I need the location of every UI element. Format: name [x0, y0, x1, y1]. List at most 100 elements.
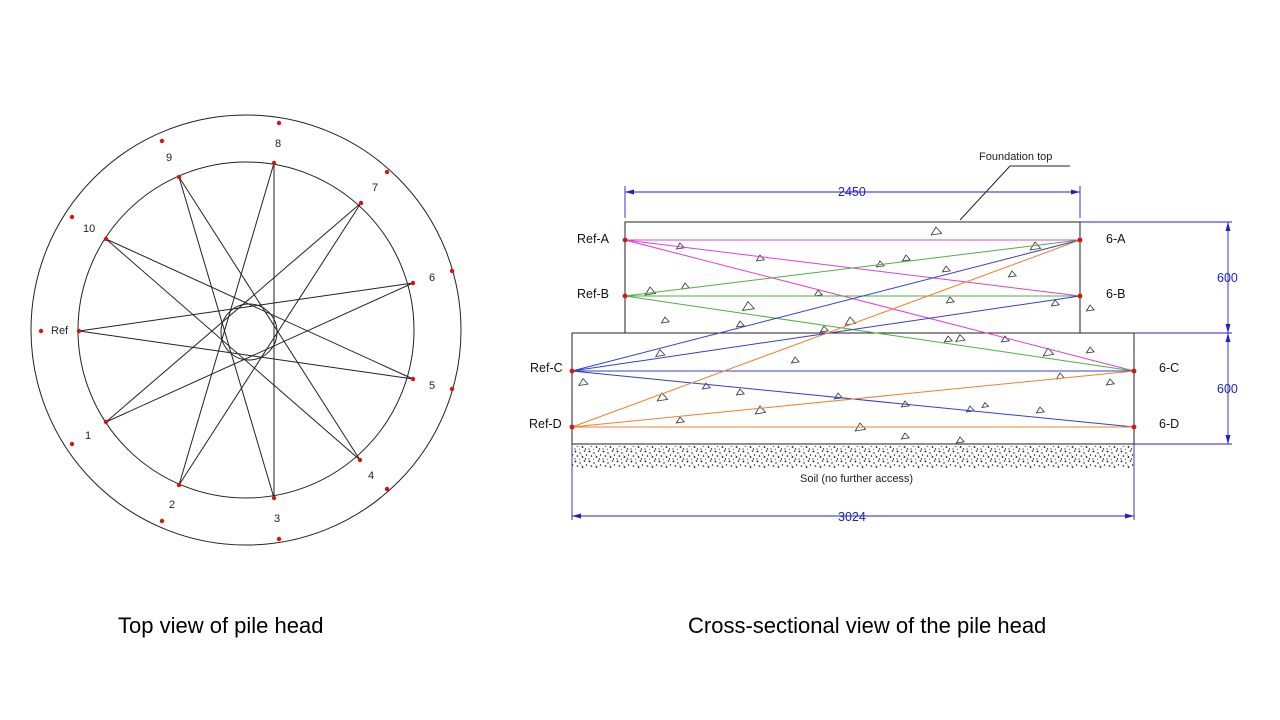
sonic-path-line: [624, 239, 1081, 297]
inner-sensor-dot: [176, 174, 182, 180]
aggregate-triangle: [844, 316, 857, 326]
aggregate-triangle: [1042, 347, 1055, 357]
aggregate-triangle: [741, 300, 756, 312]
inner-sensor-dot: [410, 376, 416, 382]
sensor-dot: [622, 237, 628, 243]
star-path-line: [105, 282, 414, 423]
sonic-path-line: [624, 295, 1135, 372]
foundation-top-label: Foundation top: [979, 151, 1052, 163]
foundation-leader-line: [959, 165, 1070, 221]
point-label-ref: Ref: [51, 325, 69, 337]
outer-ring: [30, 114, 462, 546]
outer-ring-markers: [38, 120, 455, 542]
aggregate-triangle: [945, 296, 955, 304]
label-6-c: 6-C: [1159, 361, 1179, 375]
top-view-caption: Top view of pile head: [118, 613, 323, 638]
aggregate-triangle: [655, 348, 666, 358]
aggregate-triangle: [1007, 270, 1017, 278]
inner-sensor-points: [76, 160, 416, 501]
outer-marker-dot: [449, 268, 455, 274]
sonic-path-line: [571, 239, 1081, 428]
star-path-line: [178, 162, 275, 486]
outer-marker-dot: [159, 518, 165, 524]
pile-outline: [77, 161, 415, 499]
star-path-line: [178, 202, 362, 486]
outer-marker-dot: [276, 120, 282, 126]
outer-marker-dot: [384, 169, 390, 175]
aggregate-triangle: [965, 405, 975, 413]
point-label-10: 10: [83, 223, 95, 235]
aggregate-triangle: [813, 289, 823, 297]
dim-3024-label: 3024: [838, 510, 866, 524]
soil-hatch: [572, 446, 1134, 468]
outer-marker-dot: [69, 214, 75, 220]
aggregate-triangle: [660, 316, 670, 324]
label-6-d: 6-D: [1159, 417, 1179, 431]
lower-pile-cap: [571, 332, 1135, 445]
upper-pile-cap: [624, 221, 1081, 334]
sonic-path-line: [624, 239, 1135, 372]
label-6-b: 6-B: [1106, 287, 1125, 301]
inner-sensor-dot: [271, 160, 277, 166]
inner-sensor-dot: [76, 328, 82, 334]
outer-marker-dot: [69, 441, 75, 447]
inner-sensor-dot: [410, 280, 416, 286]
sonic-paths: [571, 239, 1135, 428]
soil-label: Soil (no further access): [800, 473, 913, 485]
measurement-paths: [78, 162, 414, 499]
point-label-2: 2: [169, 499, 175, 511]
dimension-heights: 600 600: [1080, 221, 1238, 445]
outer-marker-dot: [159, 138, 165, 144]
aggregate-triangle: [955, 333, 966, 343]
inner-sensor-dot: [103, 419, 109, 425]
aggregate-symbols: [578, 226, 1115, 444]
inner-sensor-dot: [103, 236, 109, 242]
aggregate-triangle: [701, 382, 711, 390]
dimension-top-width: 2450: [624, 185, 1081, 218]
aggregate-triangle: [1085, 346, 1095, 354]
star-path-line: [78, 330, 414, 380]
aggregate-triangle: [790, 356, 800, 364]
outer-marker-dot: [38, 328, 44, 334]
aggregate-triangle: [955, 436, 965, 444]
point-label-7: 7: [372, 182, 378, 194]
aggregate-triangle: [735, 388, 745, 396]
aggregate-triangle: [941, 265, 951, 273]
dim-lower-600-label: 600: [1217, 382, 1238, 396]
aggregate-triangle: [901, 254, 911, 262]
dim-2450-label: 2450: [838, 185, 866, 199]
label-ref-c: Ref-C: [530, 361, 563, 375]
label-ref-d: Ref-D: [529, 417, 562, 431]
point-label-6: 6: [429, 272, 435, 284]
inner-sensor-dot: [358, 200, 364, 206]
aggregate-triangle: [735, 320, 745, 328]
sonic-path-line: [571, 239, 1081, 372]
inner-sensor-dot: [271, 495, 277, 501]
sensor-dot: [1131, 368, 1137, 374]
point-label-4: 4: [368, 470, 374, 482]
sonic-path-line: [571, 370, 1135, 428]
point-label-8: 8: [275, 138, 281, 150]
point-label-5: 5: [429, 380, 435, 392]
star-path-line: [178, 176, 275, 499]
center-circle: [220, 303, 278, 361]
sensor-dot: [1077, 293, 1083, 299]
star-path-line: [178, 176, 361, 461]
point-label-9: 9: [166, 152, 172, 164]
outer-marker-dot: [384, 486, 390, 492]
label-ref-a: Ref-A: [577, 232, 610, 246]
star-path-line: [78, 282, 414, 332]
sensor-points: [569, 237, 1137, 430]
aggregate-triangle: [755, 254, 765, 262]
aggregate-triangle: [754, 405, 767, 415]
cross-section-view: Soil (no further access) Foundation top …: [529, 151, 1238, 638]
aggregate-triangle: [656, 392, 669, 402]
aggregate-triangle: [875, 260, 885, 268]
outer-marker-dot: [449, 386, 455, 392]
dimension-bottom-width: 3024: [571, 444, 1135, 524]
dim-upper-600-label: 600: [1217, 271, 1238, 285]
aggregate-triangle: [675, 416, 685, 424]
aggregate-triangle: [833, 392, 843, 400]
aggregate-triangle: [578, 377, 589, 387]
